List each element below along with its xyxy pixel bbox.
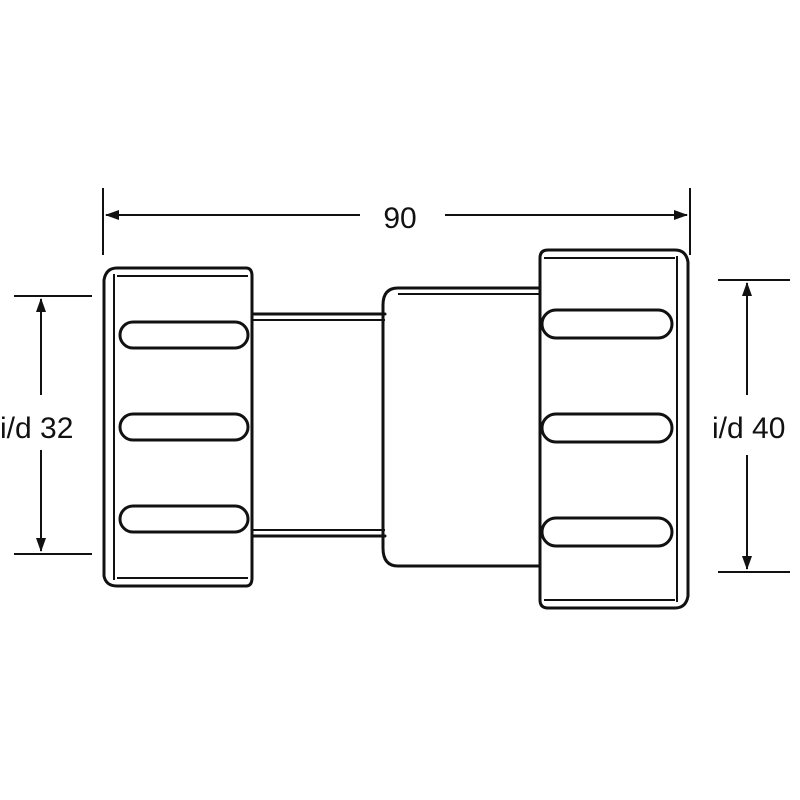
right-dia-label-bg xyxy=(708,405,800,450)
left-nut-grip-rib-2 xyxy=(118,412,250,442)
left-nut-grip-rib-3 xyxy=(118,504,250,534)
left-dia-label: i/d 32 xyxy=(0,412,73,445)
coupling-body xyxy=(250,286,542,568)
right-dia-label: i/d 40 xyxy=(712,412,785,445)
left-dia-label-bg xyxy=(0,405,100,450)
right-body-section xyxy=(381,286,542,568)
right-nut-grip-rib-2 xyxy=(540,412,674,444)
right-nut-grip-rib-3 xyxy=(540,516,674,548)
left-nut xyxy=(102,266,254,588)
left-nut-outline xyxy=(102,266,254,588)
right-nut-outline xyxy=(538,248,690,610)
right-nut xyxy=(538,248,690,610)
left-diameter-dimension: i/d 32 xyxy=(0,295,100,555)
right-nut-grip-rib-1 xyxy=(540,308,674,340)
right-diameter-dimension: i/d 40 xyxy=(708,279,800,573)
left-nut-grip-rib-1 xyxy=(118,320,250,350)
length-label: 90 xyxy=(383,202,416,235)
length-dimension: 90 xyxy=(102,188,691,255)
